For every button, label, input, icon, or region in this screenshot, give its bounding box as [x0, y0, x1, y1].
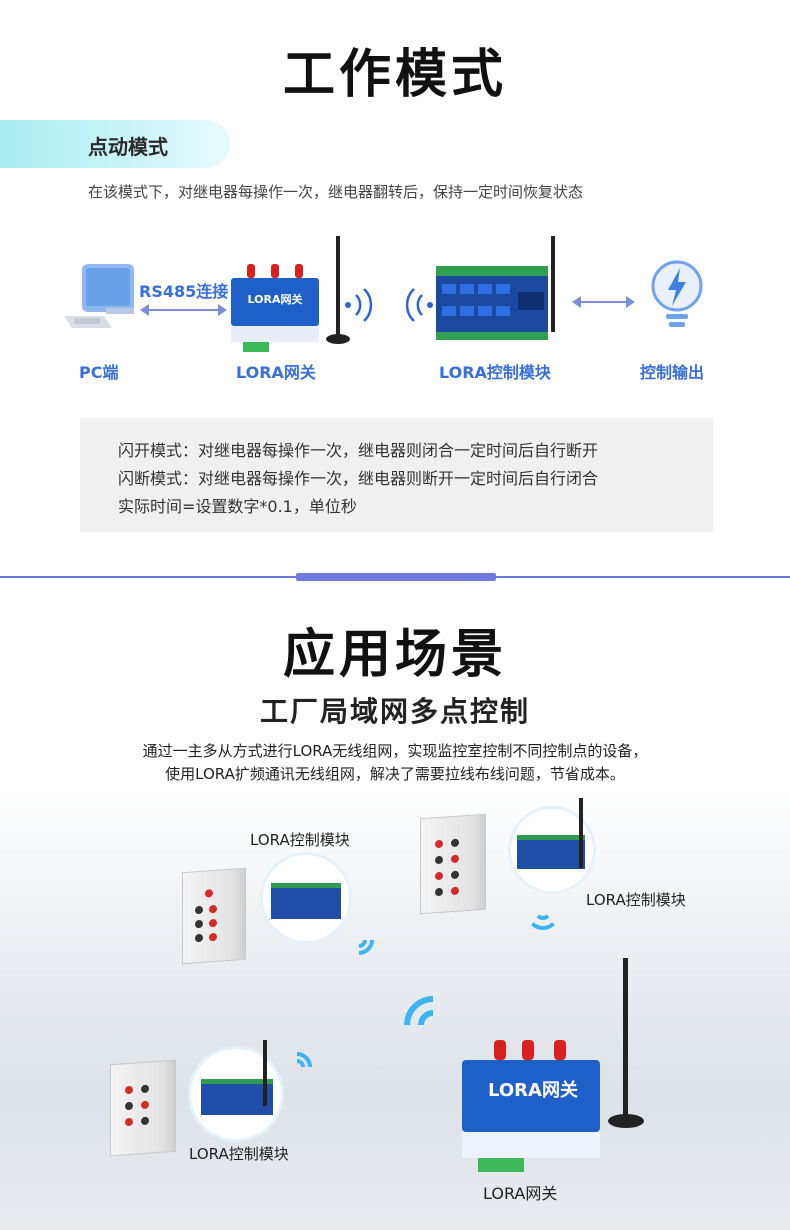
signal-in-icon	[402, 285, 438, 325]
gateway-device: LORA网关	[225, 264, 325, 354]
arrow-left-icon	[572, 296, 581, 308]
wifi-icon	[391, 983, 475, 1067]
arrow-left-icon	[140, 304, 149, 316]
mode-description: 在该模式下，对继电器每操作一次，继电器翻转后，保持一定时间恢复状态	[88, 183, 584, 201]
module-zoom-circle	[188, 1046, 284, 1142]
wifi-icon	[275, 1045, 319, 1089]
gateway-device-text: LORA网关	[488, 1080, 578, 1101]
application-description-2: 使用LORA扩频通讯无线组网，解决了需要拉线布线问题，节省成本。	[165, 765, 625, 783]
antenna-icon	[262, 1040, 268, 1106]
antenna-icon	[543, 236, 563, 332]
module-label: LORA控制模块	[439, 363, 551, 382]
module-label-top-left: LORA控制模块	[250, 831, 350, 849]
output-line	[580, 301, 628, 303]
pc-label: PC端	[79, 363, 119, 382]
wifi-icon	[526, 896, 560, 930]
gateway-label: LORA网关	[236, 363, 316, 382]
info-line: 闪开模式：对继电器每操作一次，继电器则闭合一定时间后自行断开	[118, 441, 599, 460]
output-label: 控制输出	[640, 363, 705, 382]
rs485-link-label: RS485连接	[139, 282, 229, 301]
gateway-screen-text: LORA网关	[247, 293, 303, 306]
relay-module-device	[432, 266, 556, 342]
gateway-label: LORA网关	[483, 1184, 558, 1203]
control-cabinet	[110, 1059, 176, 1157]
application-subtitle: 工厂局域网多点控制	[259, 695, 530, 728]
factory-background	[0, 790, 790, 1230]
antenna-icon	[578, 798, 584, 868]
mode-tag-label: 点动模式	[88, 135, 168, 159]
mode-info-box: 闪开模式：对继电器每操作一次，继电器则闭合一定时间后自行断开 闪断模式：对继电器…	[80, 418, 713, 532]
module-zoom-circle	[260, 852, 352, 944]
work-mode-title: 工作模式	[282, 45, 507, 105]
antenna-icon	[326, 236, 350, 346]
antenna-icon	[606, 958, 646, 1128]
gateway-device: LORA网关	[458, 1040, 608, 1172]
section-divider-accent	[296, 573, 496, 581]
application-description-1: 通过一主多从方式进行LORA无线组网，实现监控室控制不同控制点的设备，	[142, 742, 648, 760]
control-cabinet	[420, 813, 486, 915]
info-line: 实际时间=设置数字*0.1，单位秒	[118, 497, 357, 516]
module-label-bottom-left: LORA控制模块	[189, 1145, 289, 1163]
module-label-top-right: LORA控制模块	[586, 891, 686, 909]
module-zoom-circle	[508, 806, 596, 894]
control-cabinet	[182, 867, 246, 965]
arrow-right-icon	[218, 304, 227, 316]
lightbulb-icon	[648, 258, 706, 334]
wifi-icon	[337, 918, 381, 962]
mode-tag: 点动模式	[0, 120, 230, 168]
application-title: 应用场景	[282, 625, 507, 685]
connection-line	[148, 309, 220, 311]
info-line: 闪断模式：对继电器每操作一次，继电器则断开一定时间后自行闭合	[118, 469, 599, 488]
arrow-right-icon	[626, 296, 635, 308]
signal-out-icon	[340, 285, 376, 325]
pc-icon	[60, 258, 140, 338]
